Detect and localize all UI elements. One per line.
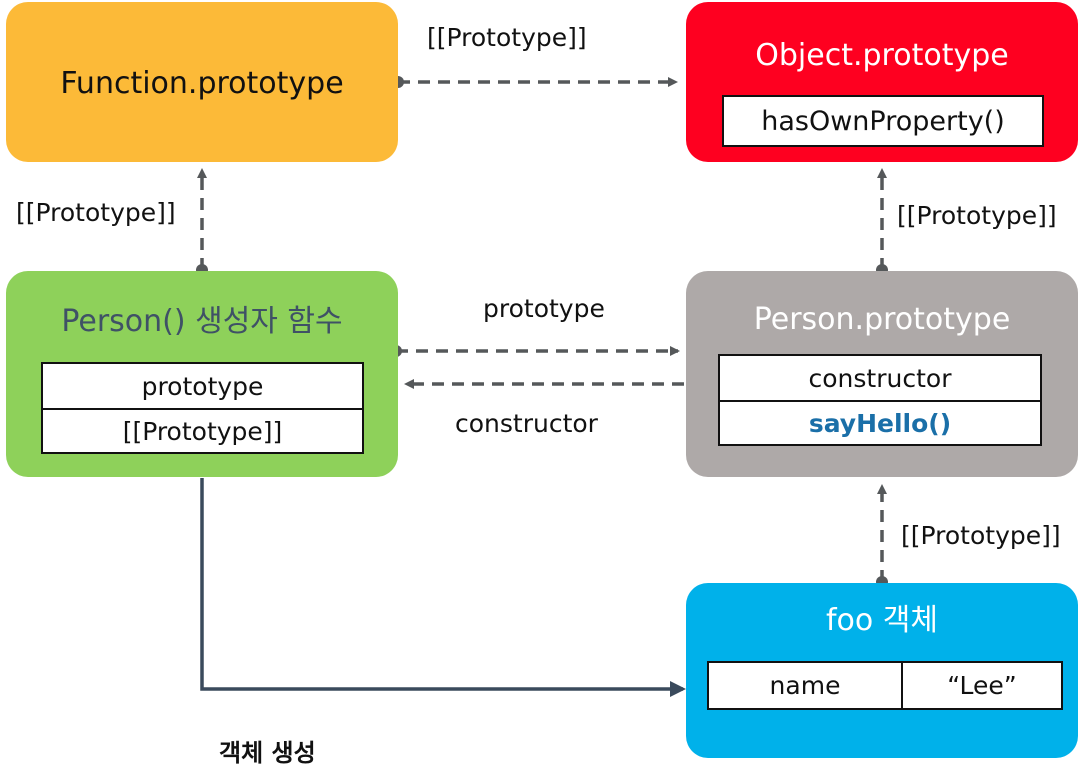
member-say-hello: sayHello() [720,400,1040,444]
person-constructor-title: Person() 생성자 함수 [61,304,343,339]
member-has-own-property: hasOwnProperty() [761,105,1005,137]
edge-person-to-function [196,168,208,276]
person-constructor-node: Person() 생성자 함수 prototype [[Prototype]] [6,271,398,477]
member-constructor: constructor [808,363,952,393]
function-prototype-node: Function.prototype [6,2,398,162]
edge-constructor [404,378,730,390]
label-prototype-link: prototype [483,294,605,323]
foo-object-properties: name “Lee” [707,661,1063,710]
property-value-lee: “Lee” [947,671,1017,700]
object-prototype-node: Object.prototype hasOwnProperty() [686,2,1078,162]
member-prototype: prototype [141,371,264,401]
label-function-to-object: [[Prototype]] [427,23,587,52]
edge-foo-to-personproto [876,484,888,588]
person-prototype-node: Person.prototype constructor sayHello() [686,271,1078,477]
person-prototype-title: Person.prototype [753,302,1011,337]
label-person-to-function: [[Prototype]] [16,198,176,227]
foo-object-node: foo 객체 name “Lee” [686,583,1078,758]
person-constructor-members: prototype [[Prototype]] [41,362,364,454]
edge-prototype [390,345,680,357]
foo-object-title: foo 객체 [825,603,938,638]
property-key-name: name [709,663,903,708]
label-personproto-to-object: [[Prototype]] [897,201,1057,230]
edge-function-to-object [392,76,678,88]
member-internal-prototype: [[Prototype]] [43,408,362,452]
edge-personproto-to-object [876,168,888,276]
object-prototype-title: Object.prototype [755,38,1009,73]
label-constructor-link: constructor [455,409,598,438]
function-prototype-title: Function.prototype [60,66,344,101]
object-prototype-members: hasOwnProperty() [722,95,1044,147]
label-instantiation: 객체 생성 [219,739,316,767]
label-foo-to-personproto: [[Prototype]] [901,521,1061,550]
edge-instantiation [200,478,686,697]
person-prototype-members: constructor sayHello() [718,354,1042,446]
